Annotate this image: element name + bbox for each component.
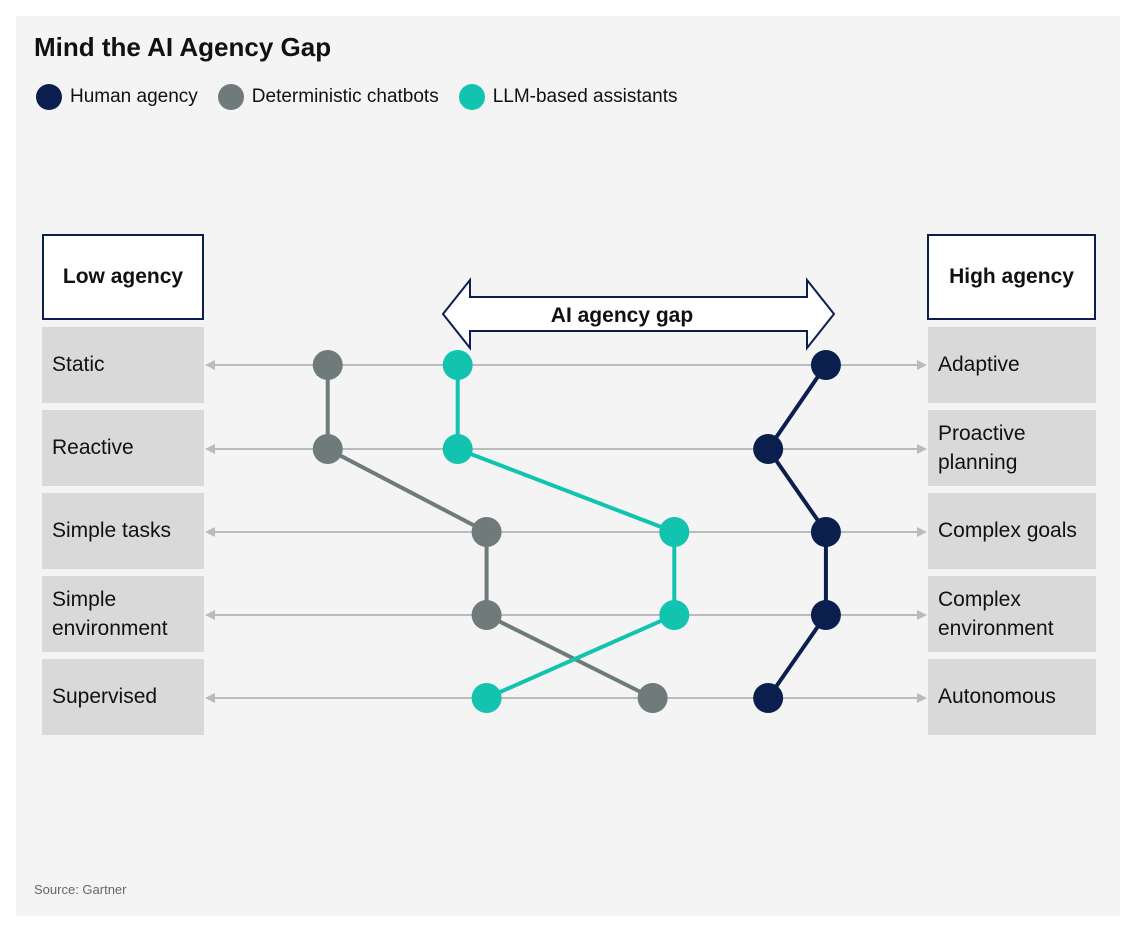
legend-dot-chatbots-icon [217,84,244,110]
gap-arrow-group: AI agency gap [441,277,836,351]
series-2-point-4 [659,600,690,630]
high-cell-proactive-planning: Proactive planning [928,410,1096,486]
series-1-point-2 [312,434,343,464]
high-agency-header: High agency [927,234,1096,320]
series-3-point-3 [810,517,841,547]
series-3-point-5 [753,683,784,713]
legend-dot-llm-icon [458,84,485,110]
series-3-point-4 [810,600,841,630]
legend-item-chatbots: Deterministic chatbots [217,84,439,110]
series-2-point-3 [659,517,690,547]
low-cell-static: Static [42,327,204,403]
legend-dot-human-icon [36,84,62,110]
legend-item-llm: LLM-based assistants [458,84,678,110]
low-cell-simple-tasks: Simple tasks [42,493,204,569]
legend-label-human: Human agency [70,86,198,107]
series-1-point-3 [471,517,502,547]
gap-double-arrow-icon [441,277,836,351]
low-cell-reactive: Reactive [42,410,204,486]
series-3-point-2 [753,434,784,464]
low-cell-simple-environment: Simple environment [42,576,204,652]
series-layer [312,350,841,713]
low-cell-supervised: Supervised [42,659,204,735]
series-2-point-5 [471,683,502,713]
legend-label-chatbots: Deterministic chatbots [251,86,439,107]
series-1-point-5 [637,683,668,713]
legend: Human agency Deterministic chatbots LLM-… [36,84,698,110]
low-agency-header: Low agency [42,234,204,320]
series-2-point-1 [442,350,473,380]
series-1-point-1 [312,350,343,380]
series-1-point-4 [471,600,502,630]
series-3-point-1 [810,350,841,380]
page-title: Mind the AI Agency Gap [34,32,332,62]
high-cell-complex-environment: Complex environment [928,576,1096,652]
high-cell-complex-goals: Complex goals [928,493,1096,569]
gap-label: AI agency gap [551,304,693,327]
high-cell-autonomous: Autonomous [928,659,1096,735]
series-2-point-2 [442,434,473,464]
high-cell-adaptive: Adaptive [928,327,1096,403]
source-note: Source: Gartner [34,882,127,897]
legend-item-human: Human agency [36,84,198,110]
legend-label-llm: LLM-based assistants [492,86,678,107]
